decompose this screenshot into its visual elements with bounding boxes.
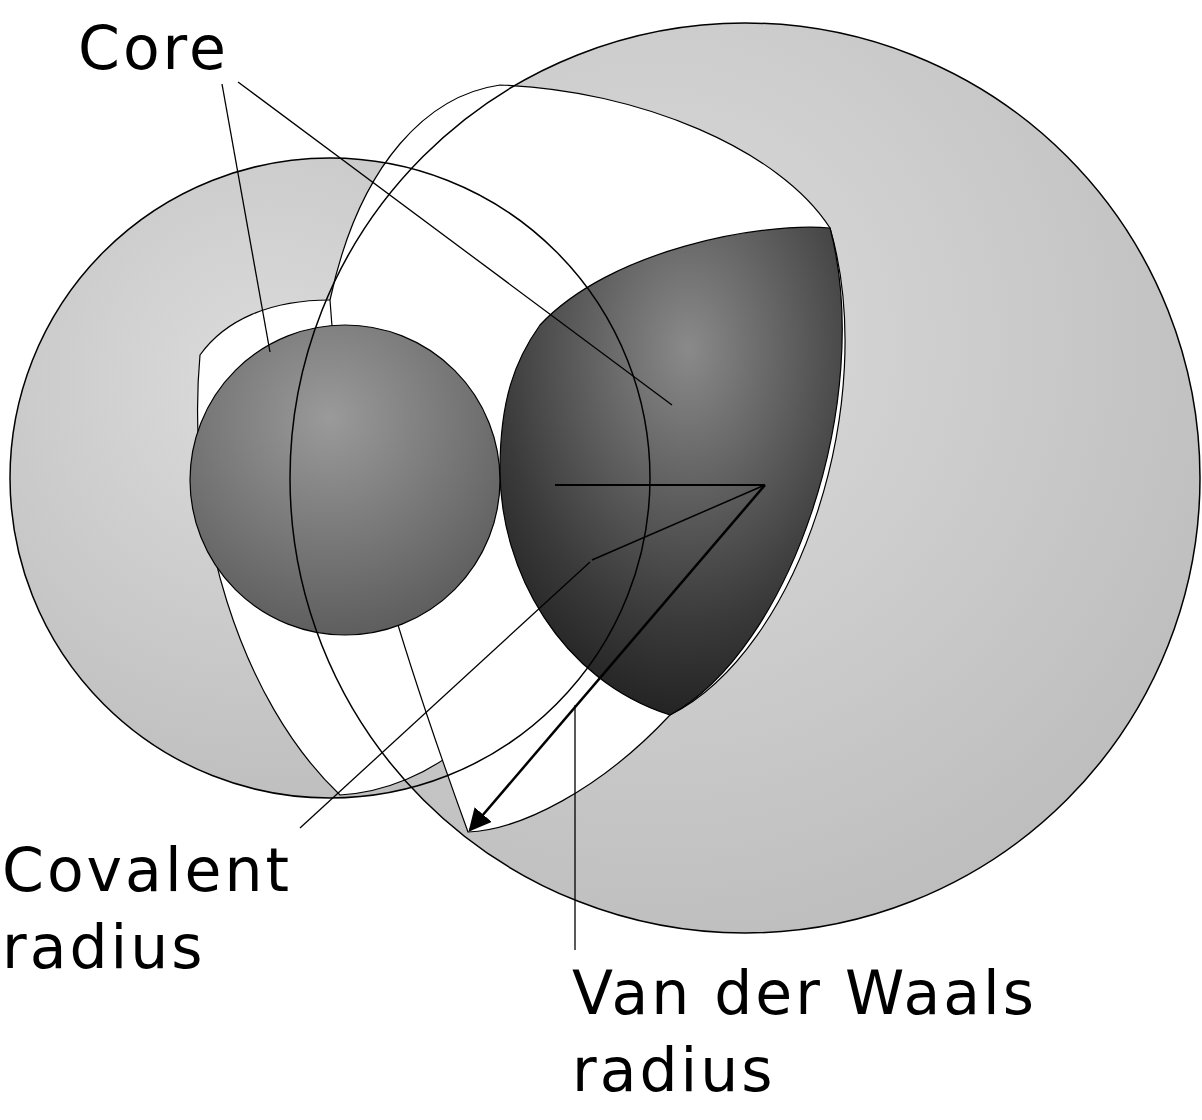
leader-line (300, 562, 590, 828)
left-shell-outline (10, 158, 650, 798)
leader-line (222, 84, 270, 352)
right-core (500, 227, 842, 715)
left-core (190, 325, 500, 635)
covalent-radius-arrow (592, 485, 765, 560)
covalent-radius-line (555, 484, 765, 486)
part-label: Van der Waals radius (572, 955, 1132, 1109)
leader-line (574, 705, 575, 950)
right-shell-outline (290, 23, 1200, 933)
leader-line (238, 82, 672, 405)
vdw-radius-arrow (470, 485, 765, 830)
part-label: Covalent radius (2, 832, 362, 986)
part-label: Core (78, 10, 338, 87)
